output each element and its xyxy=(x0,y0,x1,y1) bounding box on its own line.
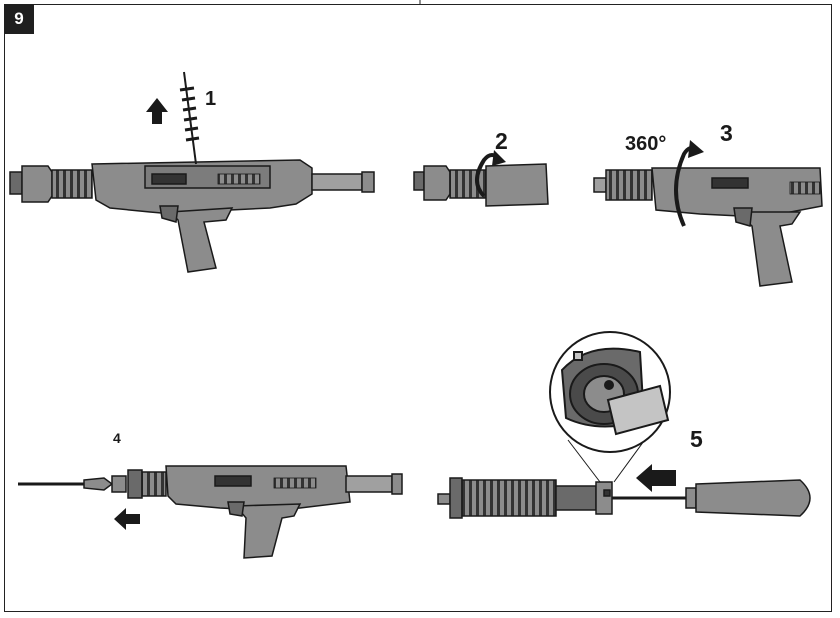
up-arrow-icon xyxy=(146,98,168,124)
step-5-assembly xyxy=(437,477,811,519)
magnified-detail xyxy=(549,331,671,483)
step-2-label: 2 xyxy=(495,128,508,154)
rotate-arrowhead-icon xyxy=(492,150,506,166)
step-4-label: 4 xyxy=(113,430,121,446)
figure-number-badge: 9 xyxy=(4,4,34,34)
push-left-arrow-icon xyxy=(636,464,676,492)
step-3-tool xyxy=(593,167,823,287)
rotate-360-arrowhead-icon xyxy=(688,140,704,158)
brand-plate xyxy=(151,173,187,185)
step-1-tool xyxy=(9,71,375,273)
step-2-attachment xyxy=(413,163,549,207)
step-1-label: 1 xyxy=(205,88,217,110)
step-4-tool xyxy=(18,465,403,559)
figure-frame xyxy=(4,4,832,612)
step-3-rotation-label: 360° xyxy=(625,133,667,155)
step-3-label: 3 xyxy=(720,120,733,146)
step-5-label: 5 xyxy=(690,426,703,452)
left-arrow-icon xyxy=(114,508,140,530)
